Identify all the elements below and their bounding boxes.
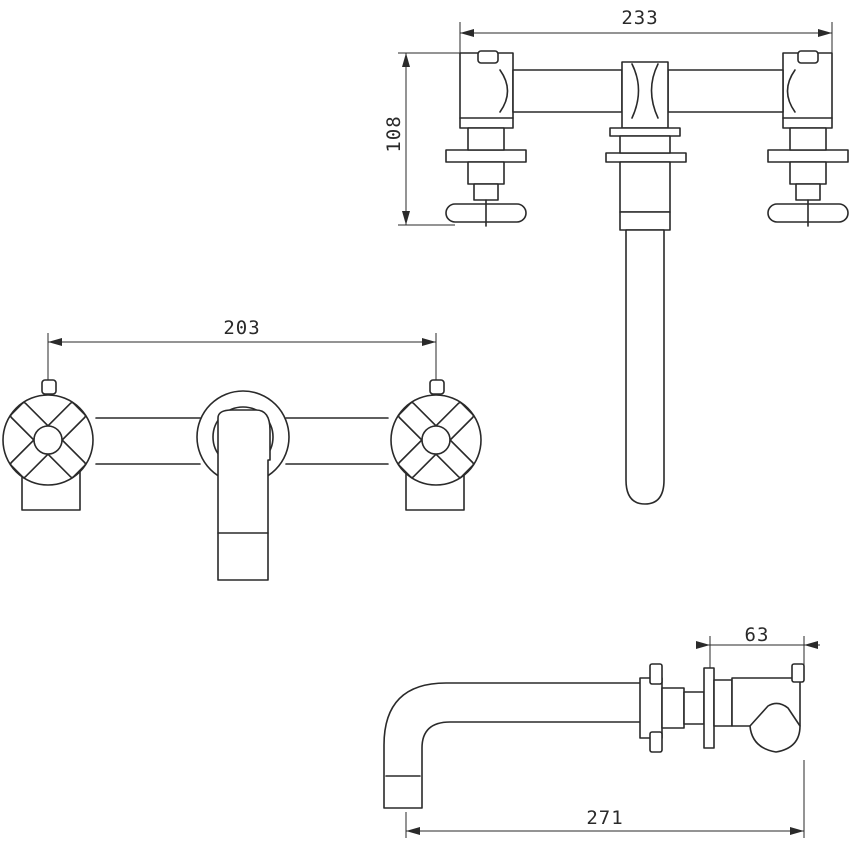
dimension-label-108: 108 xyxy=(383,115,405,152)
top-view: 233 108 xyxy=(383,7,849,505)
front-body-pipe xyxy=(95,417,389,465)
dimension-271: 271 xyxy=(405,760,805,838)
dimension-label-203: 203 xyxy=(223,317,260,339)
spout-plan xyxy=(605,61,687,505)
side-valve-body xyxy=(639,663,805,753)
left-cross-handle xyxy=(2,379,94,511)
right-cross-handle xyxy=(390,379,482,511)
dimension-203: 203 xyxy=(47,317,437,385)
dimension-63: 63 xyxy=(696,624,820,672)
right-valve-plan xyxy=(767,50,849,227)
front-view: 203 xyxy=(2,317,482,581)
front-spout xyxy=(196,390,290,581)
dimension-label-233: 233 xyxy=(621,7,658,29)
side-spout xyxy=(383,682,641,809)
dimension-233: 233 xyxy=(459,7,833,60)
dimension-108: 108 xyxy=(383,52,460,226)
dimension-label-63: 63 xyxy=(745,624,770,646)
dimension-label-271: 271 xyxy=(586,807,623,829)
side-view: 63 271 xyxy=(383,624,820,838)
left-valve-plan xyxy=(445,50,527,227)
